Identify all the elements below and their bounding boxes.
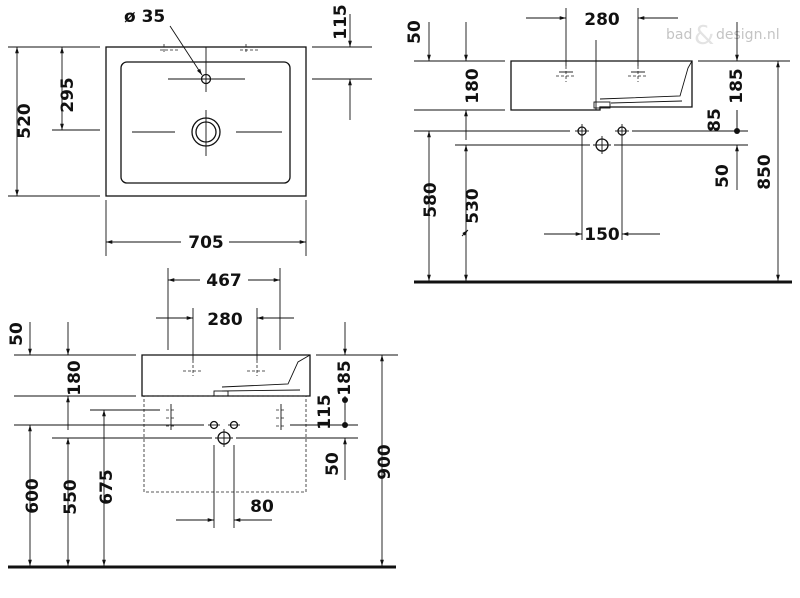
supply-valve-icon	[276, 404, 286, 430]
supply-valve-icon	[228, 420, 240, 430]
tap-icon	[628, 66, 648, 82]
tap-icon	[183, 360, 203, 376]
watermark-ampersand: &	[694, 21, 714, 51]
watermark-text-b: design.nl	[716, 27, 780, 43]
dim-185-front: 185	[335, 360, 355, 396]
dim-85: 85	[705, 108, 725, 132]
supply-valve-icon	[166, 404, 176, 430]
dim-180-side: 180	[463, 68, 483, 104]
dim-150: 150	[584, 225, 620, 245]
drain-icon	[593, 136, 611, 154]
dim-550: 550	[61, 479, 81, 515]
dim-675: 675	[97, 469, 117, 505]
supply-valve-icon	[575, 124, 589, 138]
dim-hole-diameter: ø 35	[124, 7, 165, 27]
dim-115-front: 115	[315, 394, 335, 430]
dim-600: 600	[23, 478, 43, 514]
dim-850: 850	[755, 154, 775, 190]
cabinet-outline	[143, 395, 307, 493]
front-view: 467 280 50 180 600 550 675 1	[7, 268, 398, 569]
dim-50-front-right: 50	[323, 452, 343, 476]
supply-valve-icon	[208, 420, 220, 430]
watermark-logo: bad & design.nl	[666, 21, 780, 51]
dim-185-side: 185	[727, 68, 747, 104]
dim-180-front: 180	[65, 360, 85, 396]
dim-80: 80	[250, 497, 274, 517]
dim-900: 900	[375, 444, 395, 480]
basin-outline-front	[141, 354, 311, 397]
dim-280-front: 280	[207, 310, 243, 330]
dim-580: 580	[421, 182, 441, 218]
supply-valve-icon	[615, 124, 629, 138]
drain-icon	[132, 110, 282, 156]
dim-295: 295	[58, 77, 78, 113]
basin-bowl-top	[120, 61, 291, 184]
dim-467: 467	[206, 271, 242, 291]
dim-705: 705	[188, 233, 224, 253]
dim-50-front-top: 50	[7, 322, 27, 346]
top-view: 520 295 ø 35 115 705	[8, 4, 372, 256]
dim-50-side-right: 50	[713, 164, 733, 188]
dim-280-side: 280	[584, 10, 620, 30]
tap-icon	[247, 360, 267, 376]
tap-icon	[556, 66, 576, 82]
side-view: 280 50 180 580 530 185 85 50	[405, 8, 792, 284]
dim-50-side-top: 50	[405, 20, 425, 44]
dim-115-top: 115	[331, 4, 351, 40]
basin-outline-side	[510, 60, 693, 111]
tap-hole-icon	[168, 47, 245, 92]
dim-520: 520	[15, 103, 35, 139]
drain-icon	[215, 429, 233, 447]
watermark-text-a: bad	[666, 27, 692, 43]
dim-530: 530	[463, 188, 483, 224]
